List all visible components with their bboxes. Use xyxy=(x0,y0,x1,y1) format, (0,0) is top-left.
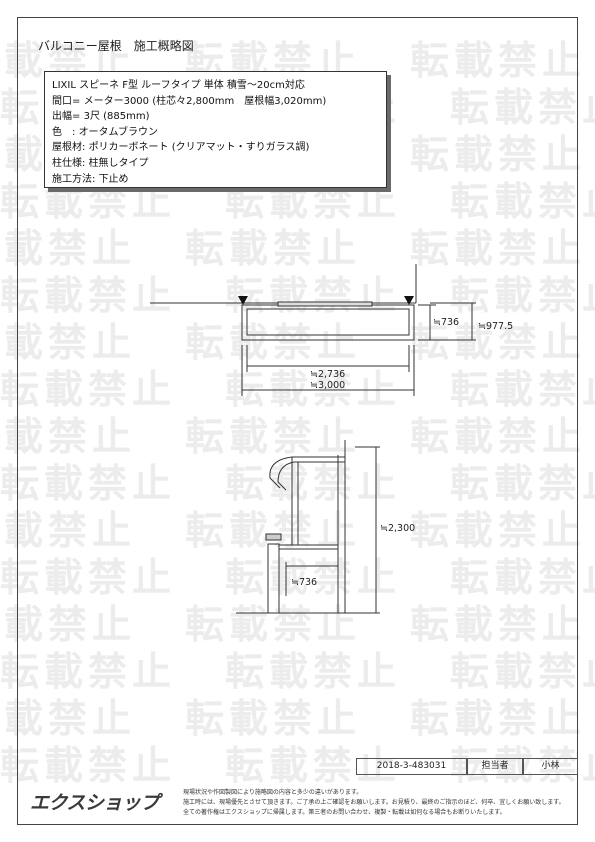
notice-line: 現場状況や作図製図により施略図の内容と多少の違いがあります。 xyxy=(183,789,363,796)
dim-plan-depth: ≒736 xyxy=(433,317,459,328)
mount-markers xyxy=(238,296,414,305)
gutter xyxy=(277,301,373,307)
spec-color-value: オータムブラウン xyxy=(78,126,158,138)
mount-marker-right xyxy=(404,296,414,305)
dim-plan-total-depth: ≒977.5 xyxy=(478,321,513,332)
spec-roof-label: 屋根材: xyxy=(52,142,86,154)
spec-frontage: 間口= メーター3000 (柱芯々2,800mm 屋根幅3,020mm) xyxy=(52,94,386,110)
drawing-frame xyxy=(17,17,578,825)
spec-post-value: 柱無しタイプ xyxy=(88,157,149,169)
spec-roof: 屋根材: ポリカーボネート (クリアマット・すりガラス調) xyxy=(52,140,386,156)
person-label: 担当者 xyxy=(467,758,523,775)
spec-method-label: 施工方法: xyxy=(52,173,96,185)
spec-roof-value: ポリカーボネート (クリアマット・すりガラス調) xyxy=(88,142,310,154)
plan-view xyxy=(150,264,476,396)
drawing-title: バルコニー屋根 施工概略図 xyxy=(38,39,194,53)
notice-text: 現場状況や作図製図により施略図の内容と多少の違いがあります。 施工時には、現場優… xyxy=(183,788,565,818)
spec-color-label: 色 : xyxy=(52,126,76,138)
railing-post xyxy=(267,543,280,614)
spec-frontage-label: 間口= xyxy=(52,95,81,107)
dim-plan-total-width: ≒3,000 xyxy=(310,380,345,391)
roof-inner-outline xyxy=(246,308,410,336)
company-logo: エクスショップ xyxy=(30,792,159,814)
notice-line: 全ての著作権はエクスショップに帰属します。第三者のお問い合わせ、複製・転載は如何… xyxy=(183,809,506,816)
roof-profile-inner xyxy=(277,461,345,491)
dim-side-height: ≒2,300 xyxy=(380,523,415,534)
spec-depth-value: 3尺 (885mm) xyxy=(83,111,150,123)
spec-post: 柱仕様: 柱無しタイプ xyxy=(52,156,386,172)
spec-method-value: 下止め xyxy=(98,173,129,185)
spec-product: LIXIL スピーネ F型 ルーフタイプ 単体 積雪～20cm対応 xyxy=(52,80,305,91)
notice-line: 施工時には、現場優先とさせて頂きます。ご了承の上ご確認をお願いします。お見積り、… xyxy=(183,799,565,806)
railing-cap xyxy=(265,533,282,541)
mount-marker-left xyxy=(238,296,248,305)
person-name: 小林 xyxy=(523,758,578,775)
side-view xyxy=(236,440,380,614)
dim-plan-inner-width: ≒2,736 xyxy=(310,369,345,380)
dim-side-depth: ≒736 xyxy=(291,577,317,588)
spec-box: LIXIL スピーネ F型 ルーフタイプ 単体 積雪～20cm対応 間口= メー… xyxy=(44,71,387,188)
spec-post-label: 柱仕様: xyxy=(52,157,86,169)
spec-depth: 出幅= 3尺 (885mm) xyxy=(52,109,386,125)
drawing-number: 2018-3-483031 xyxy=(356,758,467,775)
spec-method: 施工方法: 下止め xyxy=(52,172,386,188)
spec-color: 色 : オータムブラウン xyxy=(52,125,386,141)
spec-frontage-value: メーター3000 (柱芯々2,800mm 屋根幅3,020mm) xyxy=(83,95,327,107)
spec-depth-label: 出幅= xyxy=(52,111,81,123)
